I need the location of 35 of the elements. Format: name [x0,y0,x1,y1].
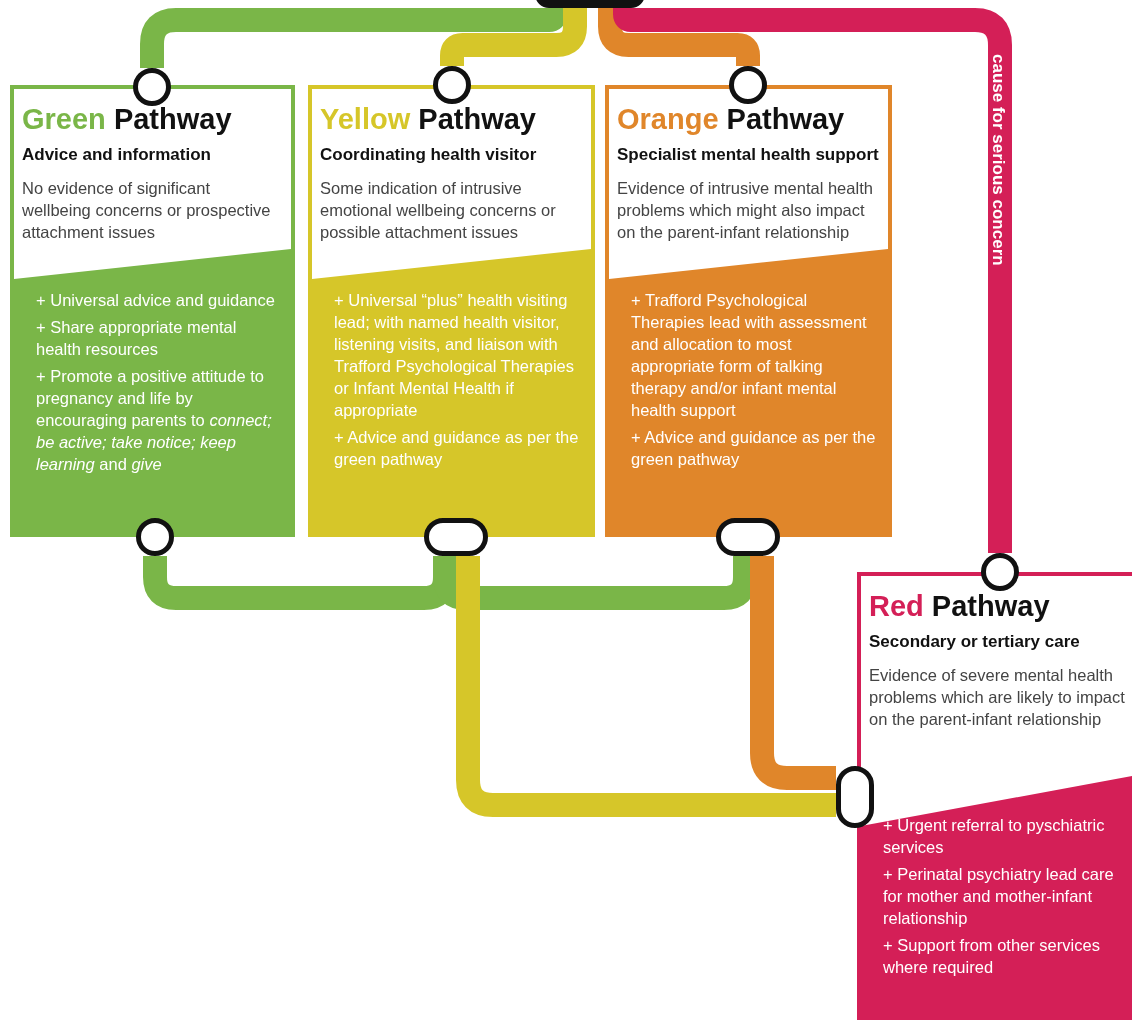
bullet-text: + Advice and guidance as per the green pathway [631,427,877,470]
card-description: No evidence of significant wellbeing concerns or prospective attachment issues [22,178,272,243]
bullet-text: + Perinatal psychiatry lead care for mother and mother-infant relationship [883,864,1115,929]
card-subtitle: Specialist mental health support [617,145,879,165]
bullet-text: + Trafford Psychological Therapies lead with assessment and allocation to most appropriate form of talking therapy and/or infant mental health support [631,290,868,421]
station-circle [433,66,471,104]
station-pill [424,518,488,556]
card-subtitle: Advice and information [22,145,211,165]
pathway-card [605,85,892,537]
card-heading: Orange Pathway [617,103,845,136]
bullet-text: + Advice and guidance as per the green pathway [334,427,580,470]
bullet-text: + Urgent referral to pyschiatric services [883,815,1106,858]
card-subtitle: Coordinating health visitor [320,145,537,165]
station-pill [716,518,780,556]
station-circle [136,518,174,556]
bullet-text: + Universal “plus” health visiting lead; with named health visitor, listening visits, and liaison with Trafford Psychological Therapies or Infant Mental Health if appropriate [334,290,575,421]
station-circle [981,553,1019,591]
bullet-text: + Universal advice and guidance [36,290,276,311]
card-description: Some indication of intrusive emotional wellbeing concerns or possible attachment issues [320,178,557,243]
station-circle [729,66,767,104]
card-heading: Red Pathway [869,590,1050,623]
card-description: Evidence of severe mental health problems which are likely to impact on the parent-infant relationship [869,665,1126,730]
bullet-text: + Share appropriate mental health resources [36,317,238,360]
route-line [456,556,836,817]
station-circle [133,68,171,106]
route-line [598,8,760,68]
station-pill [836,766,874,828]
route-line [440,8,587,68]
card-heading: Yellow Pathway [320,103,536,136]
card-subtitle: Secondary or tertiary care [869,632,1080,652]
bullet-text: + Promote a positive attitude to pregnancy and life by encouraging parents to connect; be active; take notice; keep learning and give [36,366,273,475]
bullet-text: + Support from other services where required [883,935,1101,978]
card-description: Evidence of intrusive mental health problems which might also impact on the parent-infant relationship [617,178,874,243]
pathway-card [308,85,595,537]
card-heading: Green Pathway [22,103,232,136]
